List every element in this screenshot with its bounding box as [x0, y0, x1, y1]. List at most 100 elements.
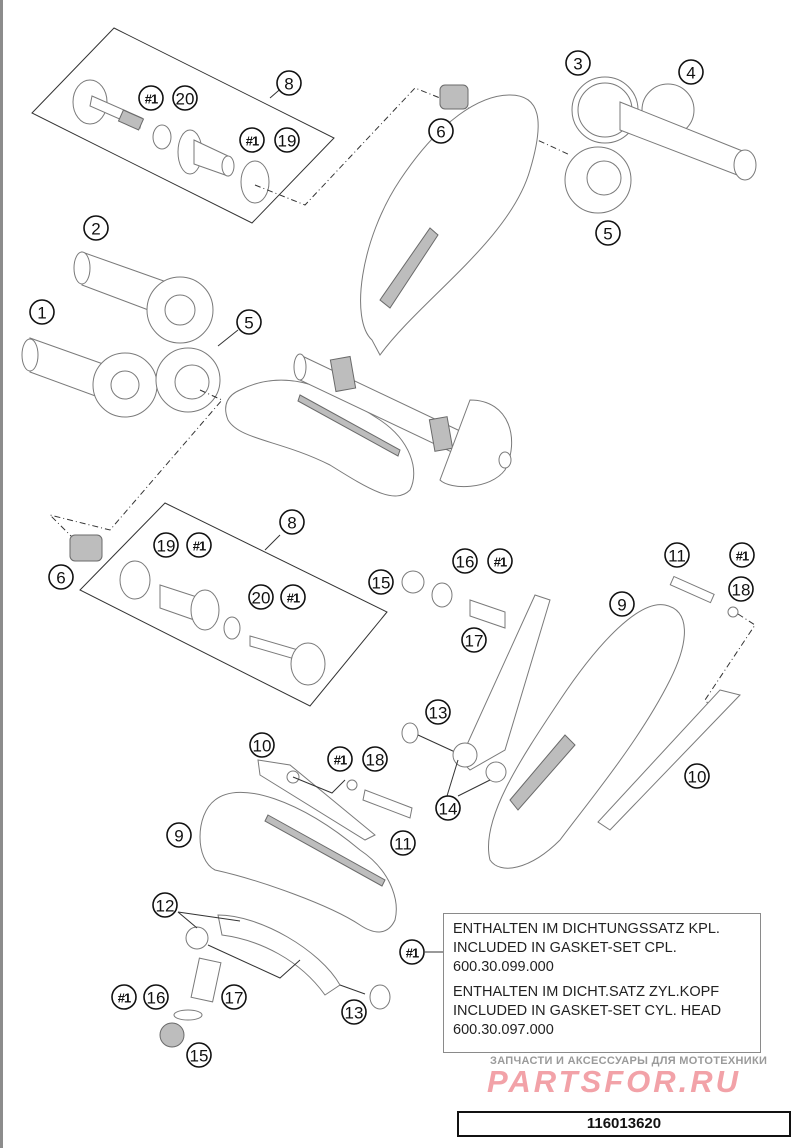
crankshaft-end-left — [293, 353, 307, 381]
seal-kit-bottom — [69, 502, 388, 707]
leader-14-a — [446, 759, 459, 797]
callout-circle — [399, 939, 425, 965]
note-line-de-1: ENTHALTEN IM DICHTUNGSSATZ KPL. — [453, 921, 720, 937]
page-border — [0, 0, 3, 1148]
callout-c13-bottom: 13 — [341, 999, 367, 1025]
note-part-number-2: 600.30.097.000 — [453, 1022, 554, 1038]
callout-label: #1 — [145, 92, 158, 107]
callout-circle — [565, 50, 591, 76]
callout-label: 6 — [436, 123, 445, 142]
callout-c8-top: 8 — [276, 70, 302, 96]
callout-circle — [609, 591, 635, 617]
callout-c1: 1 — [29, 299, 55, 325]
callout-circle — [111, 984, 137, 1010]
assembly-line-right — [704, 613, 756, 709]
callout-c4: 4 — [678, 59, 704, 85]
callout-circle — [678, 59, 704, 85]
callout-c13-mid: 13 — [425, 699, 451, 725]
crank-web — [439, 399, 513, 488]
bolt-11-lower — [362, 789, 413, 819]
oring-19-bottom — [119, 560, 151, 600]
callout-circle — [452, 548, 478, 574]
washer-16-bottom — [173, 1009, 203, 1021]
callout-circle — [595, 220, 621, 246]
callout-circle — [684, 763, 710, 789]
callout-circle — [435, 795, 461, 821]
timing-chain-upper — [360, 94, 539, 356]
callout-label: 11 — [668, 547, 686, 566]
callout-label: 8 — [287, 514, 296, 533]
callout-circle — [153, 532, 179, 558]
callout-c19-top: 19 — [274, 127, 300, 153]
bushing-14 — [485, 761, 507, 783]
callout-label: 8 — [284, 75, 293, 94]
timing-chain-lower — [199, 791, 397, 933]
callout-circle — [390, 830, 416, 856]
camshaft-top-end — [733, 149, 757, 181]
chain-links-lower — [264, 814, 386, 887]
note-line-de-2: ENTHALTEN IM DICHT.SATZ ZYL.KOPF — [453, 984, 720, 1000]
callout-c6-top: 6 — [428, 118, 454, 144]
washer-16-mid — [431, 582, 453, 608]
callout-label: 9 — [174, 827, 183, 846]
callout-label: #1 — [287, 591, 300, 606]
crankshaft — [293, 353, 513, 488]
nut-6-bottom — [69, 534, 103, 562]
kit-outline-bottom — [79, 502, 388, 707]
callout-label: 16 — [147, 989, 166, 1008]
callout-label: 15 — [190, 1047, 209, 1066]
watermark-brand: PARTSFOR.RU — [487, 1064, 742, 1099]
callout-label: 6 — [56, 569, 65, 588]
callout-circle — [664, 542, 690, 568]
tensioner-17-bottom — [190, 957, 222, 1003]
callout-circle — [221, 984, 247, 1010]
leader-5-left — [217, 329, 239, 347]
callout-c9-right: 9 — [609, 591, 635, 617]
camshaft-1-end — [21, 338, 39, 372]
bolt-13-bottom-shaft — [339, 984, 366, 995]
callout-circle — [143, 984, 169, 1010]
leader-14-b — [457, 779, 491, 797]
note-line-en-2: INCLUDED IN GASKET-SET CYL. HEAD — [453, 1003, 722, 1019]
callout-ref1-mid-c: #1 — [487, 548, 513, 574]
oring-20-top — [152, 124, 172, 150]
callout-circle — [236, 309, 262, 335]
callout-label: 4 — [686, 64, 695, 83]
callout-label: 18 — [366, 751, 385, 770]
callout-label: 13 — [429, 704, 448, 723]
kit-outline-top — [31, 27, 335, 224]
plug-end-top — [221, 155, 235, 177]
callout-circle — [186, 532, 212, 558]
callout-label: 17 — [465, 632, 484, 651]
bolt-head-top — [72, 79, 108, 125]
callout-c10-right: 10 — [684, 763, 710, 789]
callout-circle — [729, 542, 755, 568]
callout-circle — [461, 627, 487, 653]
callout-circle — [341, 999, 367, 1025]
camshaft-1-2-assembly — [21, 251, 239, 546]
chain-guide-left — [199, 759, 413, 933]
leader-guide-left — [292, 776, 346, 794]
oring-20-bottom — [223, 616, 241, 640]
callout-circle — [83, 215, 109, 241]
callout-label: 11 — [394, 835, 412, 854]
callout-circle — [279, 509, 305, 535]
callout-label: 20 — [176, 90, 195, 109]
callout-label: 16 — [456, 553, 475, 572]
bolt-thread-top — [117, 109, 145, 131]
callout-ref1-bottom: #1 — [111, 984, 137, 1010]
callout-label: #1 — [494, 555, 507, 570]
callout-label: 1 — [37, 304, 46, 323]
callout-c17-mid: 17 — [461, 627, 487, 653]
callout-label: 5 — [244, 314, 253, 333]
callout-label: 10 — [253, 737, 272, 756]
callout-c15-mid: 15 — [368, 569, 394, 595]
callout-c8-bottom: 8 — [279, 509, 305, 535]
callout-ref1-note: #1 — [399, 939, 425, 965]
callout-label: 18 — [732, 581, 751, 600]
callout-ref1-top-b: #1 — [239, 127, 265, 153]
callout-circle — [428, 118, 454, 144]
bolt-13-mid-head — [401, 722, 419, 744]
chain-guide-right — [488, 575, 756, 869]
